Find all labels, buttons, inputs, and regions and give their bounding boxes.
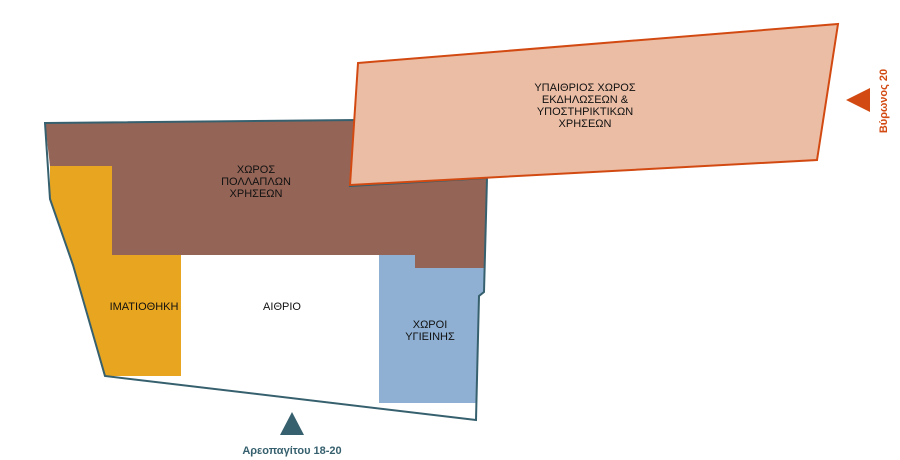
restrooms-zone [379, 255, 484, 403]
zone-label-line: ΑΙΘΡΙΟ [263, 301, 301, 313]
multipurpose-hall-zone [45, 120, 487, 268]
cloakroom-zone [50, 166, 181, 376]
zone-label-line: ΧΩΡΟΣ [237, 164, 275, 176]
zone-label-line: ΧΩΡΟΙ [413, 319, 448, 331]
outdoor-events-zone [348, 22, 840, 187]
atrium-label: ΑΙΘΡΙΟ [263, 301, 301, 313]
entrance-vyronos-label: Βύρωνος 20 [878, 69, 890, 133]
zone-label-line: ΥΠΟΣΤΗΡΙΚΤΙΚΩΝ [537, 106, 633, 118]
zone-label-line: ΧΡΗΣΕΩΝ [559, 118, 612, 130]
zone-label-line: ΥΓΙΕΙΝΗΣ [405, 331, 455, 343]
zone-label-line: ΧΡΗΣΕΩΝ [230, 188, 283, 200]
zone-label-line: ΥΠΑΙΘΡΙΟΣ ΧΩΡΟΣ [534, 82, 635, 94]
entrance-triangle-icon [280, 412, 304, 435]
zone-label-line: ΠΟΛΛΑΠΛΩΝ [221, 176, 291, 188]
entrance-triangle-icon [846, 88, 870, 112]
zone-label-line: ΕΚΔΗΛΩΣΕΩΝ & [542, 94, 629, 106]
cloakroom-label: ΙΜΑΤΙΟΘΗΚΗ [110, 301, 179, 313]
entrance-areopagitou-label: Αρεοπαγίτου 18-20 [242, 445, 341, 457]
zone-label-line: ΙΜΑΤΙΟΘΗΚΗ [110, 301, 179, 313]
